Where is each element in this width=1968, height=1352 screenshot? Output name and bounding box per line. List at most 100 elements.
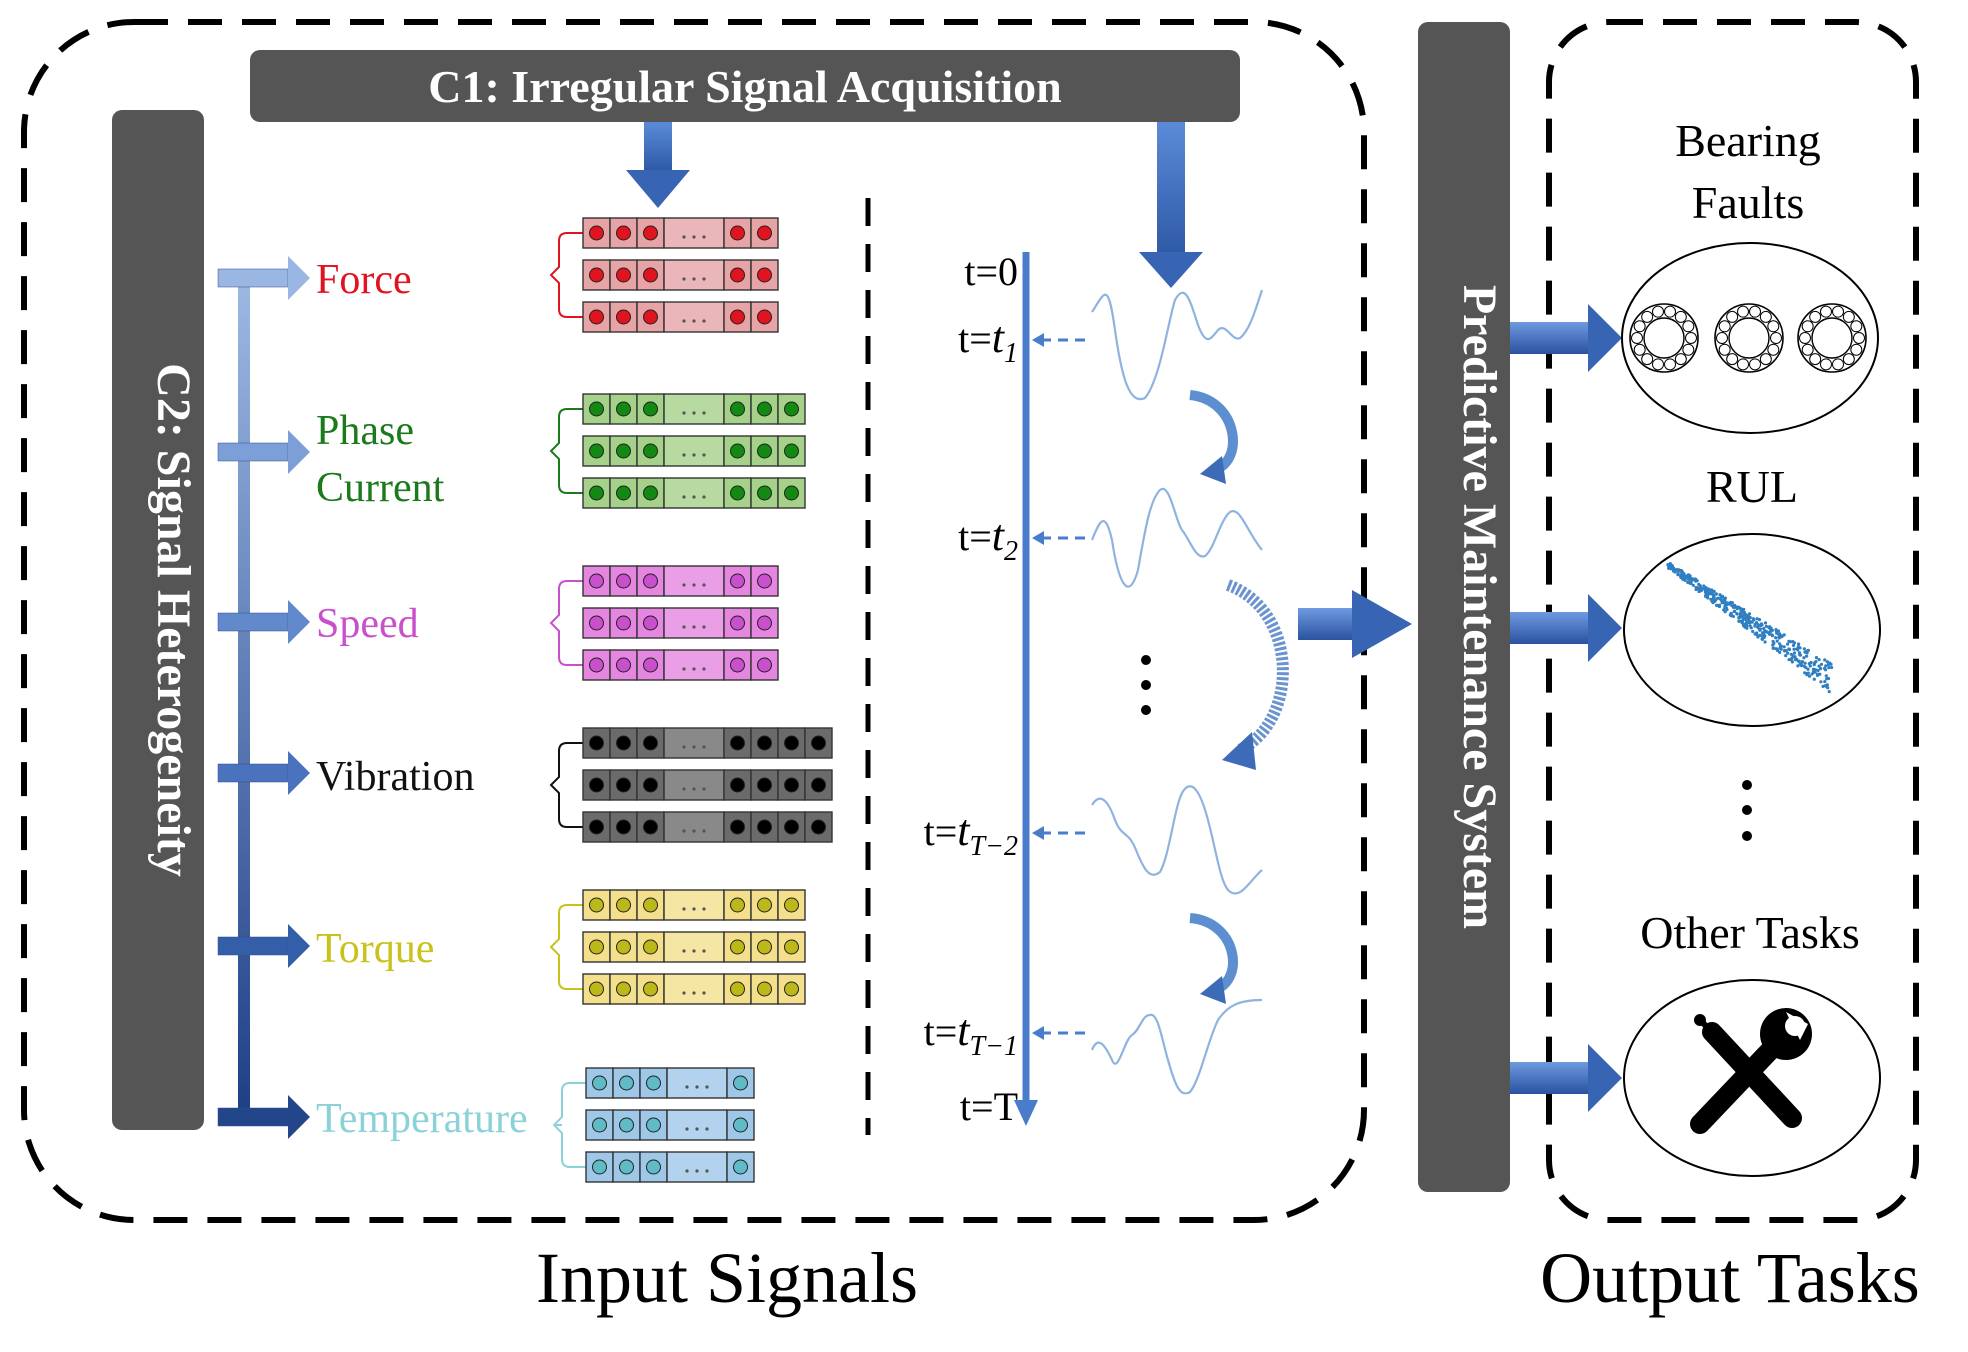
- rul-point: [1763, 621, 1768, 625]
- timeline-label-3: t=tT−2: [924, 806, 1018, 862]
- rul-point: [1696, 587, 1701, 591]
- data-point: [592, 1117, 607, 1133]
- data-point: [730, 443, 745, 459]
- data-point: [784, 401, 799, 417]
- rul-point: [1714, 592, 1718, 596]
- data-point: [616, 939, 631, 955]
- data-point: [646, 1075, 661, 1091]
- rul-point: [1724, 606, 1729, 610]
- signal-label: Phase: [316, 408, 414, 454]
- input-signals-boundary: [21, 19, 1367, 1223]
- output-ellipsis: [1742, 780, 1752, 841]
- data-point: [643, 981, 658, 997]
- rul-point: [1747, 612, 1751, 616]
- signal-data-row: [582, 607, 779, 639]
- data-point: [757, 615, 772, 631]
- data-point: [589, 939, 604, 955]
- rul-point: [1727, 602, 1731, 606]
- rul-point: [1821, 684, 1825, 689]
- data-point: [730, 225, 745, 241]
- rul-point: [1783, 649, 1787, 653]
- rul-point: [1808, 674, 1812, 678]
- timeline-pointer-head: [1032, 1026, 1044, 1040]
- rul-point: [1778, 650, 1782, 655]
- rul-point: [1796, 664, 1800, 668]
- rul-point: [1819, 667, 1823, 671]
- rul-point: [1747, 618, 1751, 622]
- data-gap-cell: [663, 649, 725, 681]
- rul-point: [1774, 636, 1778, 640]
- rul-point: [1786, 642, 1790, 646]
- data-point: [757, 267, 772, 283]
- data-point: [757, 225, 772, 241]
- footer-output-tasks: Output Tasks: [1540, 1238, 1920, 1318]
- data-point: [643, 485, 658, 501]
- data-cell: [804, 769, 833, 801]
- rul-point: [1815, 673, 1820, 678]
- data-point: [730, 657, 745, 673]
- rul-point: [1772, 641, 1776, 645]
- rul-point: [1711, 601, 1715, 605]
- signal-label: Vibration: [316, 754, 474, 800]
- rul-point: [1720, 601, 1724, 605]
- data-point: [589, 443, 604, 459]
- rul-point: [1755, 617, 1759, 621]
- signal-temperature: Temperature: [217, 1067, 755, 1183]
- waveform-2: [1090, 487, 1263, 588]
- rul-point: [1704, 590, 1708, 594]
- data-gap-cell: [663, 217, 725, 249]
- signal-data-row: [582, 973, 806, 1005]
- bearing-icon: [1629, 303, 1867, 373]
- signal-data-row: [582, 811, 833, 843]
- rul-point: [1823, 658, 1827, 662]
- data-point: [616, 485, 631, 501]
- timeline-label-2: t=t2: [958, 511, 1018, 567]
- rul-point: [1791, 643, 1796, 648]
- data-point: [589, 777, 604, 793]
- rul-point: [1723, 610, 1727, 614]
- task-label-bearing-line2: Faults: [1692, 177, 1804, 228]
- timeline-pointer-head: [1032, 333, 1044, 347]
- timeline-label-4: t=tT−1: [924, 1006, 1018, 1062]
- data-gap-cell: [663, 889, 725, 921]
- data-point: [616, 573, 631, 589]
- bearing-ring: [1797, 303, 1867, 373]
- signal-branch-arrowhead: [288, 430, 310, 474]
- data-point: [589, 981, 604, 997]
- rul-point: [1787, 639, 1791, 643]
- rul-point: [1694, 585, 1698, 590]
- output-arrow-1: [1510, 304, 1622, 372]
- data-point: [811, 777, 826, 793]
- timeline-layer: t=0t=t1t=t2t=tT−2t=tT−1t=T: [924, 249, 1085, 1129]
- rul-point: [1707, 587, 1711, 592]
- signal-vibration: Vibration: [217, 727, 833, 843]
- data-point: [757, 443, 772, 459]
- rul-point: [1737, 616, 1741, 620]
- rul-point: [1700, 588, 1704, 592]
- rul-point: [1670, 564, 1674, 568]
- data-gap-cell: [663, 259, 725, 291]
- rul-point: [1731, 614, 1735, 619]
- transition-arrow-3: [1189, 913, 1238, 1004]
- rul-point: [1745, 620, 1749, 625]
- signal-data-row: [582, 477, 806, 509]
- rul-point: [1823, 684, 1827, 688]
- rul-point: [1689, 581, 1693, 586]
- data-point: [784, 735, 799, 751]
- c2-bar: C2: Signal Heterogeneity: [112, 110, 204, 1130]
- data-point: [811, 735, 826, 751]
- output-arrow-2: [1510, 594, 1622, 662]
- data-point: [616, 981, 631, 997]
- rul-point: [1770, 634, 1775, 638]
- data-cell: [777, 931, 806, 963]
- rul-point: [1755, 621, 1759, 625]
- data-point: [589, 309, 604, 325]
- rul-point: [1710, 588, 1714, 592]
- data-point: [589, 225, 604, 241]
- rul-point: [1775, 639, 1779, 643]
- data-point: [730, 897, 745, 913]
- data-point: [643, 735, 658, 751]
- rul-point: [1827, 690, 1831, 694]
- rul-point: [1753, 624, 1757, 628]
